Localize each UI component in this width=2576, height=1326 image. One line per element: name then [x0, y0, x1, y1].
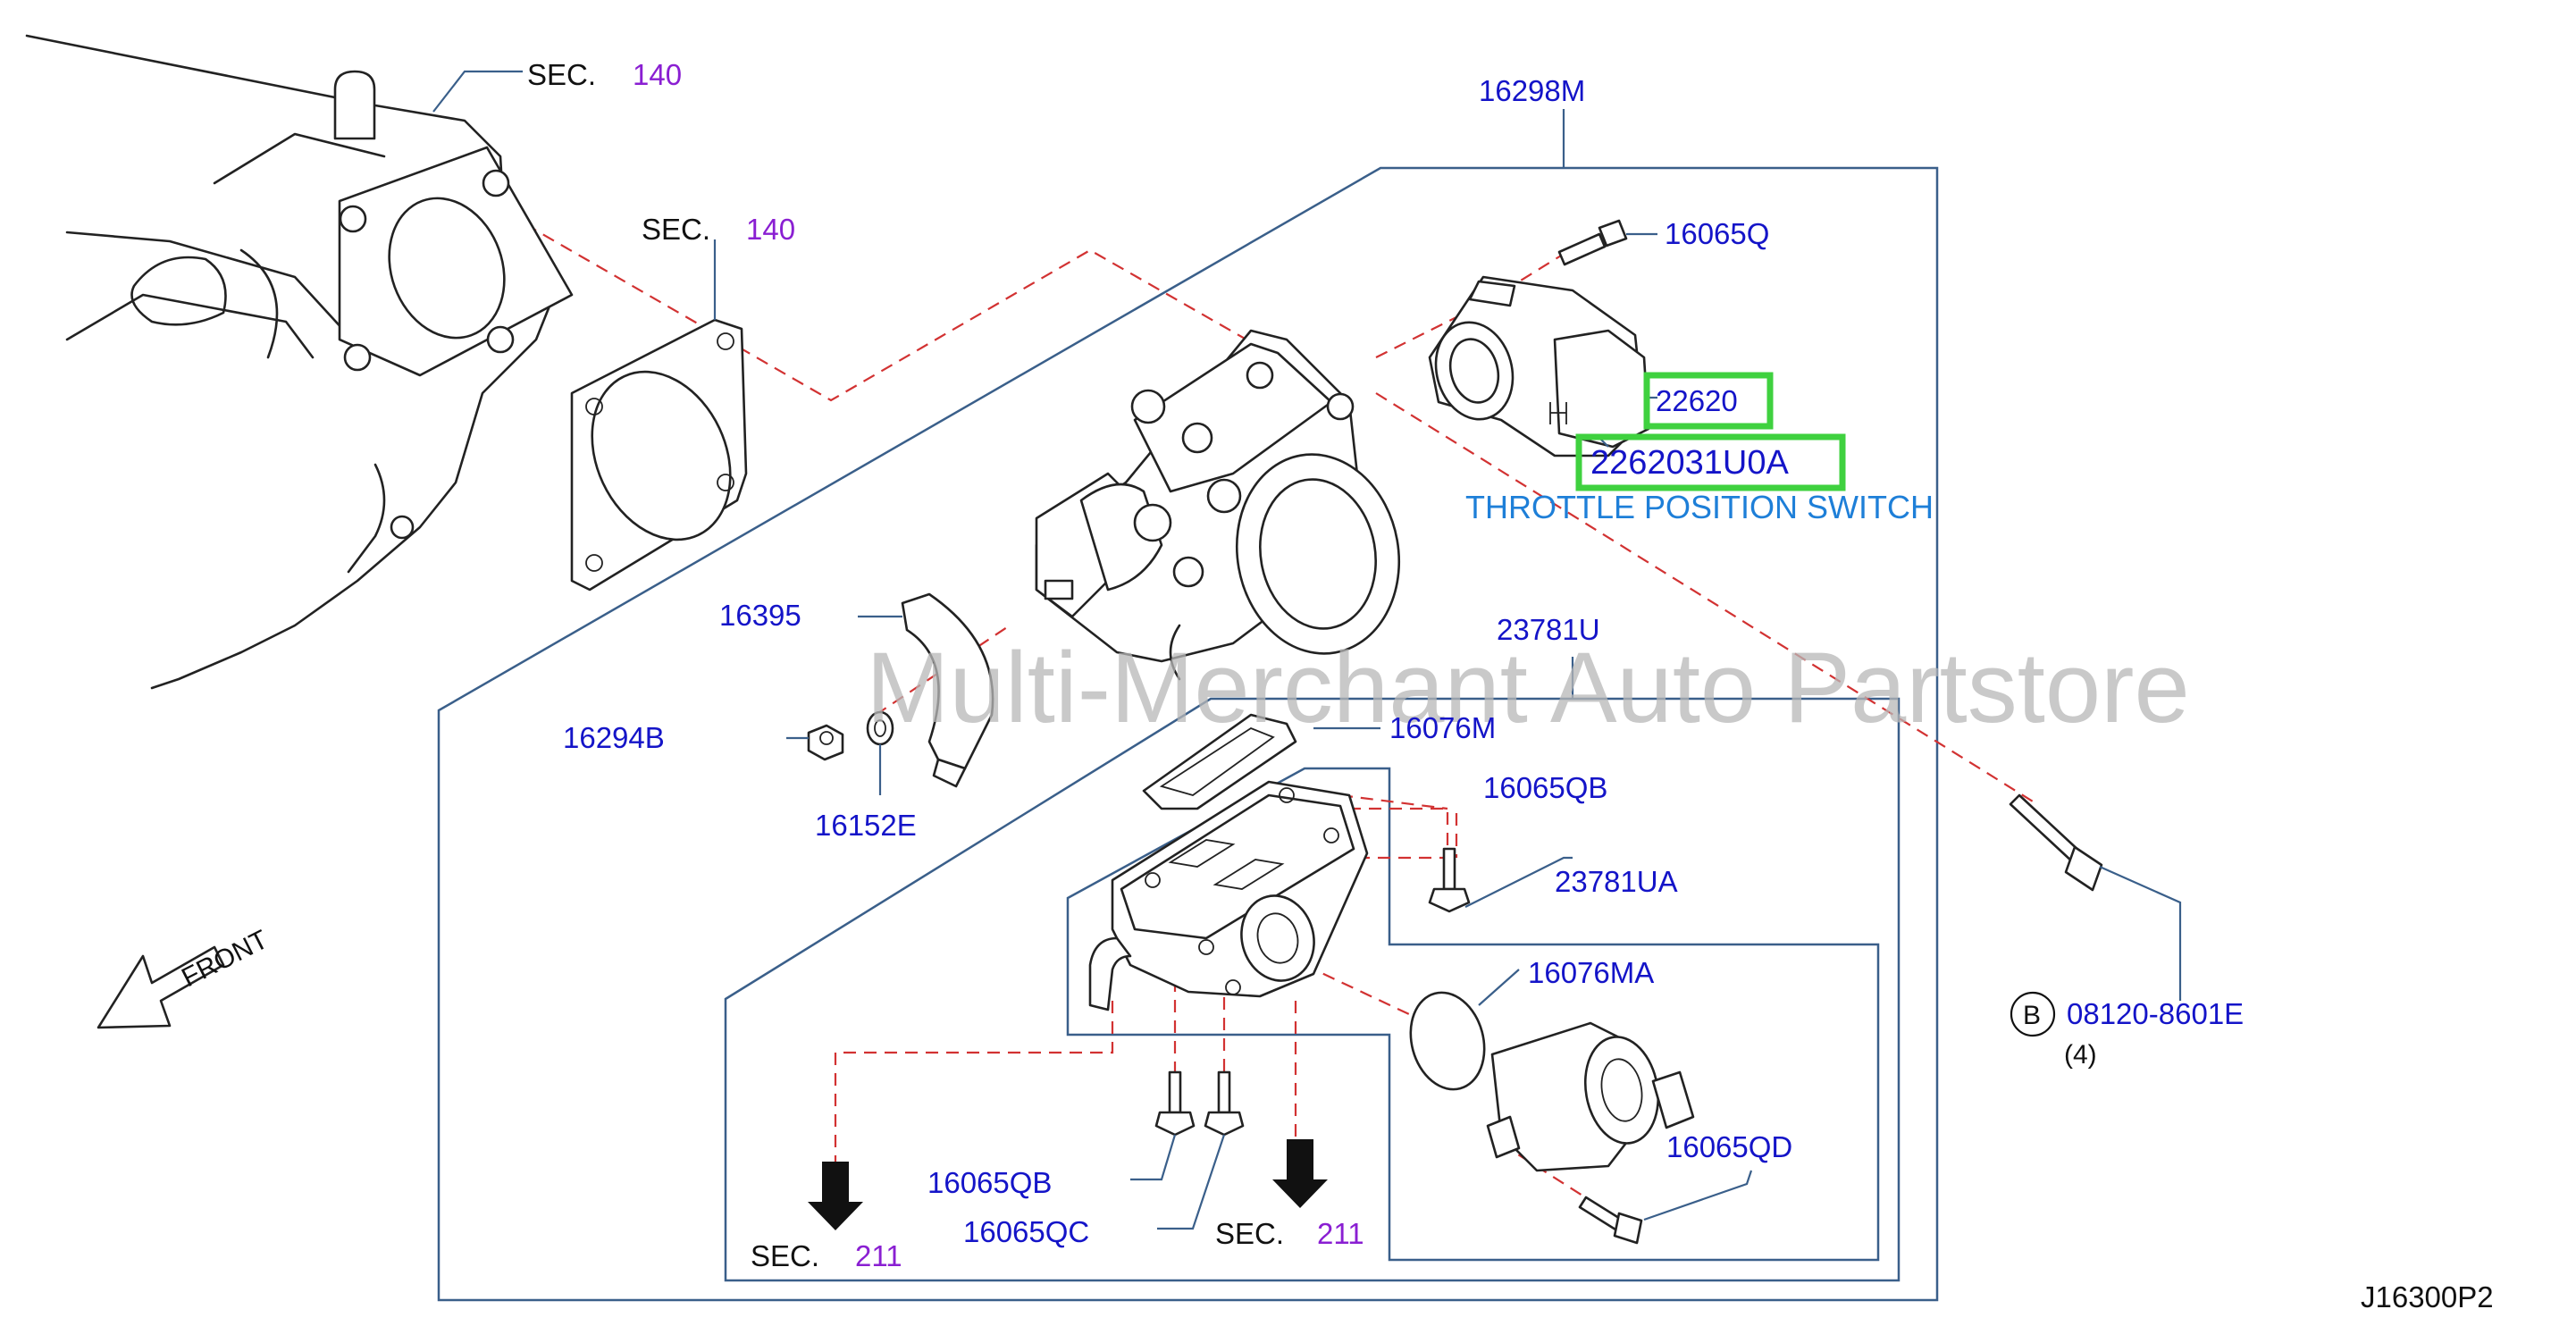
label-16065QB-right[interactable]: 16065QB: [1483, 771, 1607, 804]
dash-body-to-bolt: [1375, 392, 2038, 805]
nut-16294B: [807, 724, 844, 761]
bolt-ref-circle: [2010, 991, 2056, 1037]
gasket-16076M: [1142, 713, 1297, 810]
label-16076M[interactable]: 16076M: [1389, 711, 1496, 744]
gasket-16076MA: [1409, 991, 1486, 1091]
leader-08120: [2099, 865, 2182, 1001]
label-16395[interactable]: 16395: [719, 599, 801, 632]
aac-valve-body: [1088, 780, 1369, 1011]
bolt-08120-8601E: [2009, 793, 2103, 892]
label-sec-140-mid-num[interactable]: 140: [746, 213, 795, 246]
label-16065QB-bottom[interactable]: 16065QB: [927, 1166, 1052, 1199]
watermark: Multi-Merchant Auto Partstore: [866, 632, 2189, 743]
label-throttle-position-switch: THROTTLE POSITION SWITCH: [1465, 489, 1934, 525]
front-arrow-icon: [96, 945, 225, 1029]
label-16065Q[interactable]: 16065Q: [1665, 217, 1769, 250]
diagram-code: J16300P2: [2361, 1280, 2494, 1313]
label-sec-211-left-num[interactable]: 211: [855, 1239, 902, 1272]
bolt-16065QB-bottom: [1154, 1070, 1196, 1137]
label-23781U[interactable]: 23781U: [1497, 613, 1600, 646]
dash-left-down: [834, 1001, 1114, 1162]
label-sec-211-right: SEC.: [1215, 1217, 1284, 1250]
frame-23781U: [724, 697, 1901, 1282]
aac-motor: [1486, 1021, 1695, 1172]
highlight-22620: [1643, 372, 1774, 430]
arrow-down-right-icon: [1272, 1139, 1328, 1208]
throttle-gasket: [570, 318, 748, 592]
label-front: FRONT: [177, 925, 273, 993]
label-sec-140-top: SEC.: [527, 58, 596, 91]
label-2262031U0A[interactable]: 2262031U0A: [1590, 444, 1790, 482]
bolt-16065Q: [1557, 219, 1628, 266]
label-sec-140-top-num[interactable]: 140: [633, 58, 682, 91]
label-16298M[interactable]: 16298M: [1479, 74, 1585, 107]
dash-bracket-to-body: [875, 625, 1011, 716]
intake-manifold: [25, 34, 574, 690]
arrow-down-left-icon: [808, 1162, 863, 1230]
bolt-16065QD: [1578, 1196, 1643, 1245]
frame-16298M: [437, 166, 1939, 1302]
dash-switch-to-body: [1375, 248, 1573, 358]
label-sec-211-left: SEC.: [751, 1239, 819, 1272]
label-16065QD[interactable]: 16065QD: [1666, 1130, 1792, 1163]
leader-16076MA: [1478, 969, 1520, 1006]
dash-gasket-16076M: [1287, 807, 1449, 860]
bolt-16065QC: [1204, 1070, 1245, 1137]
label-16294B[interactable]: 16294B: [563, 721, 665, 754]
leader-16065QD: [1643, 1170, 1753, 1221]
label-sec-140-mid: SEC.: [642, 213, 710, 246]
leader-16065QC: [1157, 1134, 1226, 1230]
dash-manifold-to-gasket: [489, 203, 1341, 402]
leader-16065QB-bottom: [1130, 1134, 1177, 1181]
throttle-position-switch: [1428, 275, 1650, 457]
label-08120-8601E[interactable]: 08120-8601E: [2067, 997, 2244, 1030]
label-sec-211-right-num[interactable]: 211: [1317, 1217, 1364, 1250]
label-22620[interactable]: 22620: [1656, 384, 1738, 417]
leader-sec-140-top: [432, 70, 523, 113]
label-23781UA[interactable]: 23781UA: [1555, 865, 1678, 898]
label-qty: (4): [2064, 1040, 2097, 1070]
label-bolt-ref: B: [2023, 1001, 2041, 1030]
bolt-16065QB-right: [1428, 847, 1471, 913]
dash-aac-top: [1339, 793, 1448, 810]
label-16065QC[interactable]: 16065QC: [963, 1215, 1089, 1248]
frame-23781UA: [1066, 767, 1880, 1262]
throttle-body: [1035, 329, 1401, 681]
label-16076MA[interactable]: 16076MA: [1528, 956, 1654, 989]
highlight-2262031U0A: [1575, 433, 1846, 491]
leader-16065QB-right: [1464, 856, 1573, 908]
dash-to-16076MA: [1304, 964, 1457, 1037]
bracket-16395: [901, 592, 994, 788]
label-16152E[interactable]: 16152E: [815, 809, 917, 842]
